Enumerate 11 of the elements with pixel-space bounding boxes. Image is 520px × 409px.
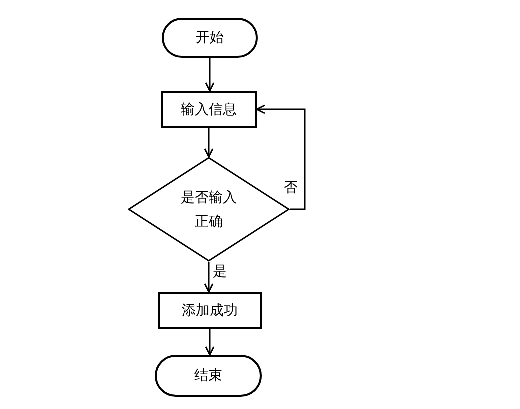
- end-terminal: 结束: [155, 355, 262, 397]
- arrow: [204, 262, 214, 293]
- arrow: [205, 58, 215, 92]
- edge-label: 否: [283, 180, 299, 196]
- start-terminal: 开始: [162, 18, 258, 58]
- process-box: 输入信息: [161, 91, 257, 128]
- edge-label: 是: [212, 264, 228, 280]
- arrow: [256, 104, 306, 210]
- process-box: 添加成功: [158, 292, 262, 329]
- arrow: [204, 128, 214, 158]
- arrow: [205, 329, 215, 356]
